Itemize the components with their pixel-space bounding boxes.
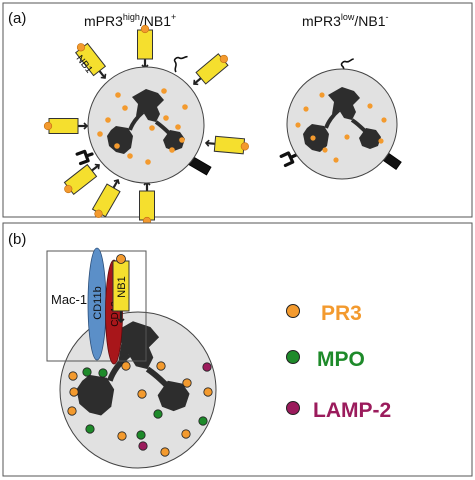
- left-neutrophil-cell: [87, 66, 205, 184]
- right-neutrophil-cell: [286, 68, 398, 180]
- panel-a-label: (a): [8, 10, 26, 27]
- legend: PR3 MPO LAMP-2: [286, 302, 391, 422]
- nb1-label-b: NB1: [116, 276, 128, 297]
- panel-b-granules-mpo: [82, 367, 208, 440]
- panel-a-left-title: mPR3high/NB1+: [84, 12, 176, 29]
- mac1-label: Mac-1: [51, 292, 87, 307]
- panel-a-right-title: mPR3low/NB1-: [302, 12, 389, 29]
- legend-label-mpo: MPO: [317, 348, 365, 371]
- nb1-receptor-b: [112, 254, 130, 324]
- panel-b-granules-pr3: [67, 361, 213, 457]
- legend-item-mpo: MPO: [286, 348, 365, 371]
- legend-item-pr3: PR3: [286, 302, 362, 325]
- cd11b-label: CD11b: [92, 286, 104, 319]
- right-cell-granules: [295, 92, 387, 163]
- legend-label-pr3: PR3: [321, 302, 362, 325]
- panel-b-label: (b): [8, 231, 26, 248]
- left-cell-granules: [97, 88, 188, 165]
- panel-b-granules-lamp2: [138, 362, 212, 451]
- legend-label-lamp2: LAMP-2: [313, 399, 391, 422]
- cd18-label: CD18: [110, 301, 121, 327]
- legend-item-lamp2: LAMP-2: [286, 399, 391, 422]
